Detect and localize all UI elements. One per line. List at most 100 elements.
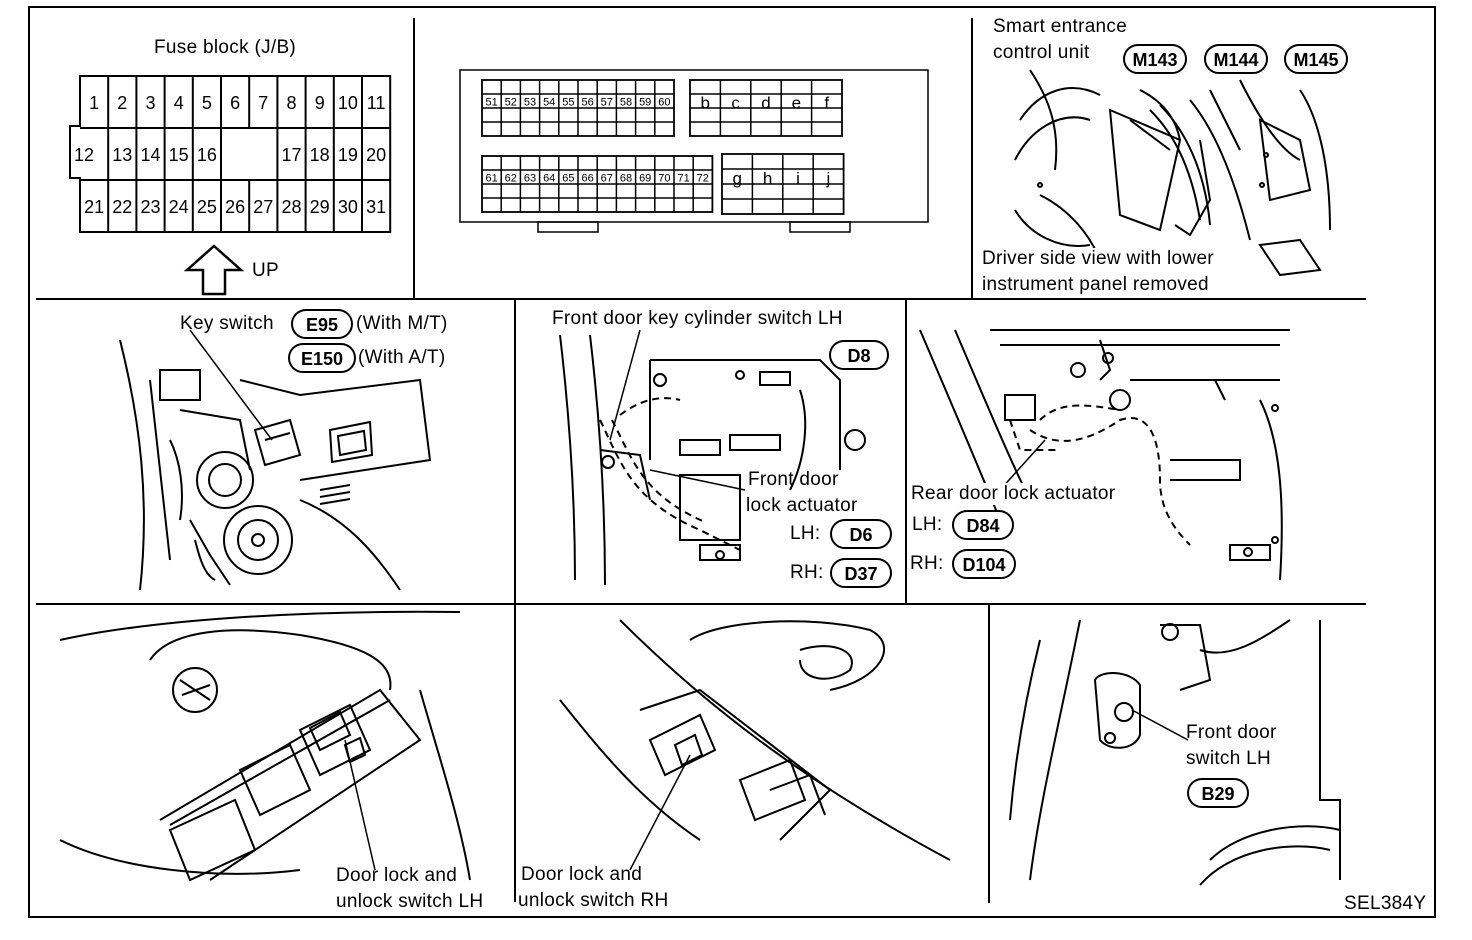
divider-mid-1 xyxy=(514,298,516,902)
door-switch-label-line2: switch LH xyxy=(1186,748,1272,769)
connector-bottom-left-pin-label: 70 xyxy=(658,173,670,185)
connector-badge-d84: D84 xyxy=(952,510,1014,540)
fuse-number: 12 xyxy=(74,145,94,165)
connector-badge-m145: M145 xyxy=(1284,44,1348,74)
lh-switch-label-line1: Door lock and xyxy=(336,865,458,886)
fuse-number: 27 xyxy=(253,197,273,217)
fuse-number: 21 xyxy=(84,197,104,217)
fuse-number: 25 xyxy=(197,197,217,217)
front-door-rh-label: RH: xyxy=(790,562,824,583)
divider-row-2 xyxy=(36,603,1366,605)
fuse-number: 26 xyxy=(225,197,245,217)
connector-top-left-pin-label: 52 xyxy=(505,97,517,109)
connector-badge-m144: M144 xyxy=(1204,44,1268,74)
divider-mid-2 xyxy=(905,298,907,604)
connector-top-left-pin-label: 56 xyxy=(581,97,593,109)
connector-bottom-left-pin-label: 69 xyxy=(639,173,651,185)
fuse-number: 3 xyxy=(145,93,155,113)
connector-top-left-pin-label: 53 xyxy=(524,97,536,109)
fuse-number: 30 xyxy=(338,197,358,217)
fuse-number: 4 xyxy=(174,93,184,113)
connector-block-outline xyxy=(459,69,929,223)
fuse-number: 20 xyxy=(366,145,386,165)
fuse-number: 6 xyxy=(230,93,240,113)
connector-block-tab xyxy=(537,221,599,233)
connector-badge-m143: M143 xyxy=(1123,44,1187,74)
connector-top-left-pin-label: 60 xyxy=(658,97,670,109)
divider-bot-1 xyxy=(988,603,990,903)
rear-door-actuator-label: Rear door lock actuator xyxy=(911,483,1116,505)
fuse-number: 31 xyxy=(366,197,386,217)
key-switch-label: Key switch xyxy=(180,313,274,334)
fuse-number: 10 xyxy=(338,93,358,113)
connector-badge-d37: D37 xyxy=(830,558,892,588)
connector-top-left-pin-label: 59 xyxy=(639,97,651,109)
fuse-number: 19 xyxy=(338,145,358,165)
fuse-block-title: Fuse block (J/B) xyxy=(154,37,297,58)
smart-unit-caption-line2: instrument panel removed xyxy=(982,274,1209,295)
connector-top-right-pin-label: c xyxy=(731,94,740,113)
connector-block-tab xyxy=(789,221,851,233)
divider-top-1 xyxy=(413,18,415,298)
connector-top-left-pin-label: 55 xyxy=(562,97,574,109)
connector-badge-e95: E95 xyxy=(291,309,353,339)
front-door-actuator-line2: lock actuator xyxy=(746,495,858,516)
connector-top-left-pin-label: 54 xyxy=(543,97,555,109)
smart-unit-label-line1: Smart entrance xyxy=(993,16,1128,37)
fuse-number: 5 xyxy=(202,93,212,113)
fuse-number: 2 xyxy=(117,93,127,113)
fuse-number: 11 xyxy=(367,93,386,113)
rear-door-lh-label: LH: xyxy=(912,514,943,535)
connector-bottom-left-pin-label: 68 xyxy=(620,173,632,185)
connector-badge-d8: D8 xyxy=(829,340,889,370)
fuse-number: 15 xyxy=(169,145,189,165)
connector-badge-b29: B29 xyxy=(1187,778,1249,808)
front-door-lh-label: LH: xyxy=(790,523,821,544)
fuse-number: 22 xyxy=(112,197,132,217)
connector-bottom-left-pin-label: 67 xyxy=(601,173,613,185)
connector-bottom-left-pin-label: 65 xyxy=(562,173,574,185)
fuse-number: 14 xyxy=(140,145,160,165)
connector-bottom-left-pin-label: 64 xyxy=(543,173,555,185)
connector-top-right-pin-label: e xyxy=(792,94,801,113)
connector-bottom-left-pin-label: 66 xyxy=(581,173,593,185)
connector-top-left-pin-label: 57 xyxy=(601,97,613,109)
divider-row-1 xyxy=(36,298,1366,300)
divider-top-2 xyxy=(971,18,973,298)
connector-bottom-right-pin-label: h xyxy=(763,169,772,188)
fuse-number: 1 xyxy=(89,93,99,113)
fuse-number: 18 xyxy=(310,145,330,165)
figure-code: SEL384Y xyxy=(1344,893,1427,914)
rh-switch-label-line1: Door lock and xyxy=(521,864,643,885)
key-switch-mt-note: (With M/T) xyxy=(356,313,448,334)
connector-top-right-pin-label: b xyxy=(700,94,709,113)
fuse-number: 13 xyxy=(112,145,132,165)
smart-unit-label-line2: control unit xyxy=(993,42,1090,63)
door-switch-label-line1: Front door xyxy=(1186,722,1277,743)
connector-bottom-right-pin-label: i xyxy=(796,169,800,188)
fuse-number: 16 xyxy=(197,145,217,165)
fuse-number: 29 xyxy=(310,197,330,217)
fuse-number: 17 xyxy=(281,145,301,165)
rh-switch-label-line2: unlock switch RH xyxy=(518,890,669,911)
connector-top-left-pin-label: 51 xyxy=(485,97,497,109)
connector-bottom-left-pin-label: 63 xyxy=(524,173,536,185)
fuse-number: 7 xyxy=(258,93,268,113)
connector-bottom-right-pin-label: j xyxy=(826,169,831,188)
front-door-cylinder-label: Front door key cylinder switch LH xyxy=(552,308,843,329)
connector-top-right-pin-label: f xyxy=(824,94,829,113)
rear-door-rh-label: RH: xyxy=(910,553,944,574)
lh-switch-label-line2: unlock switch LH xyxy=(336,891,484,912)
fuse-number: 28 xyxy=(281,197,301,217)
fuse-up-label: UP xyxy=(252,260,279,281)
connector-badge-d6: D6 xyxy=(830,519,892,549)
fuse-number: 23 xyxy=(140,197,160,217)
connector-bottom-left-pin-label: 71 xyxy=(677,173,689,185)
